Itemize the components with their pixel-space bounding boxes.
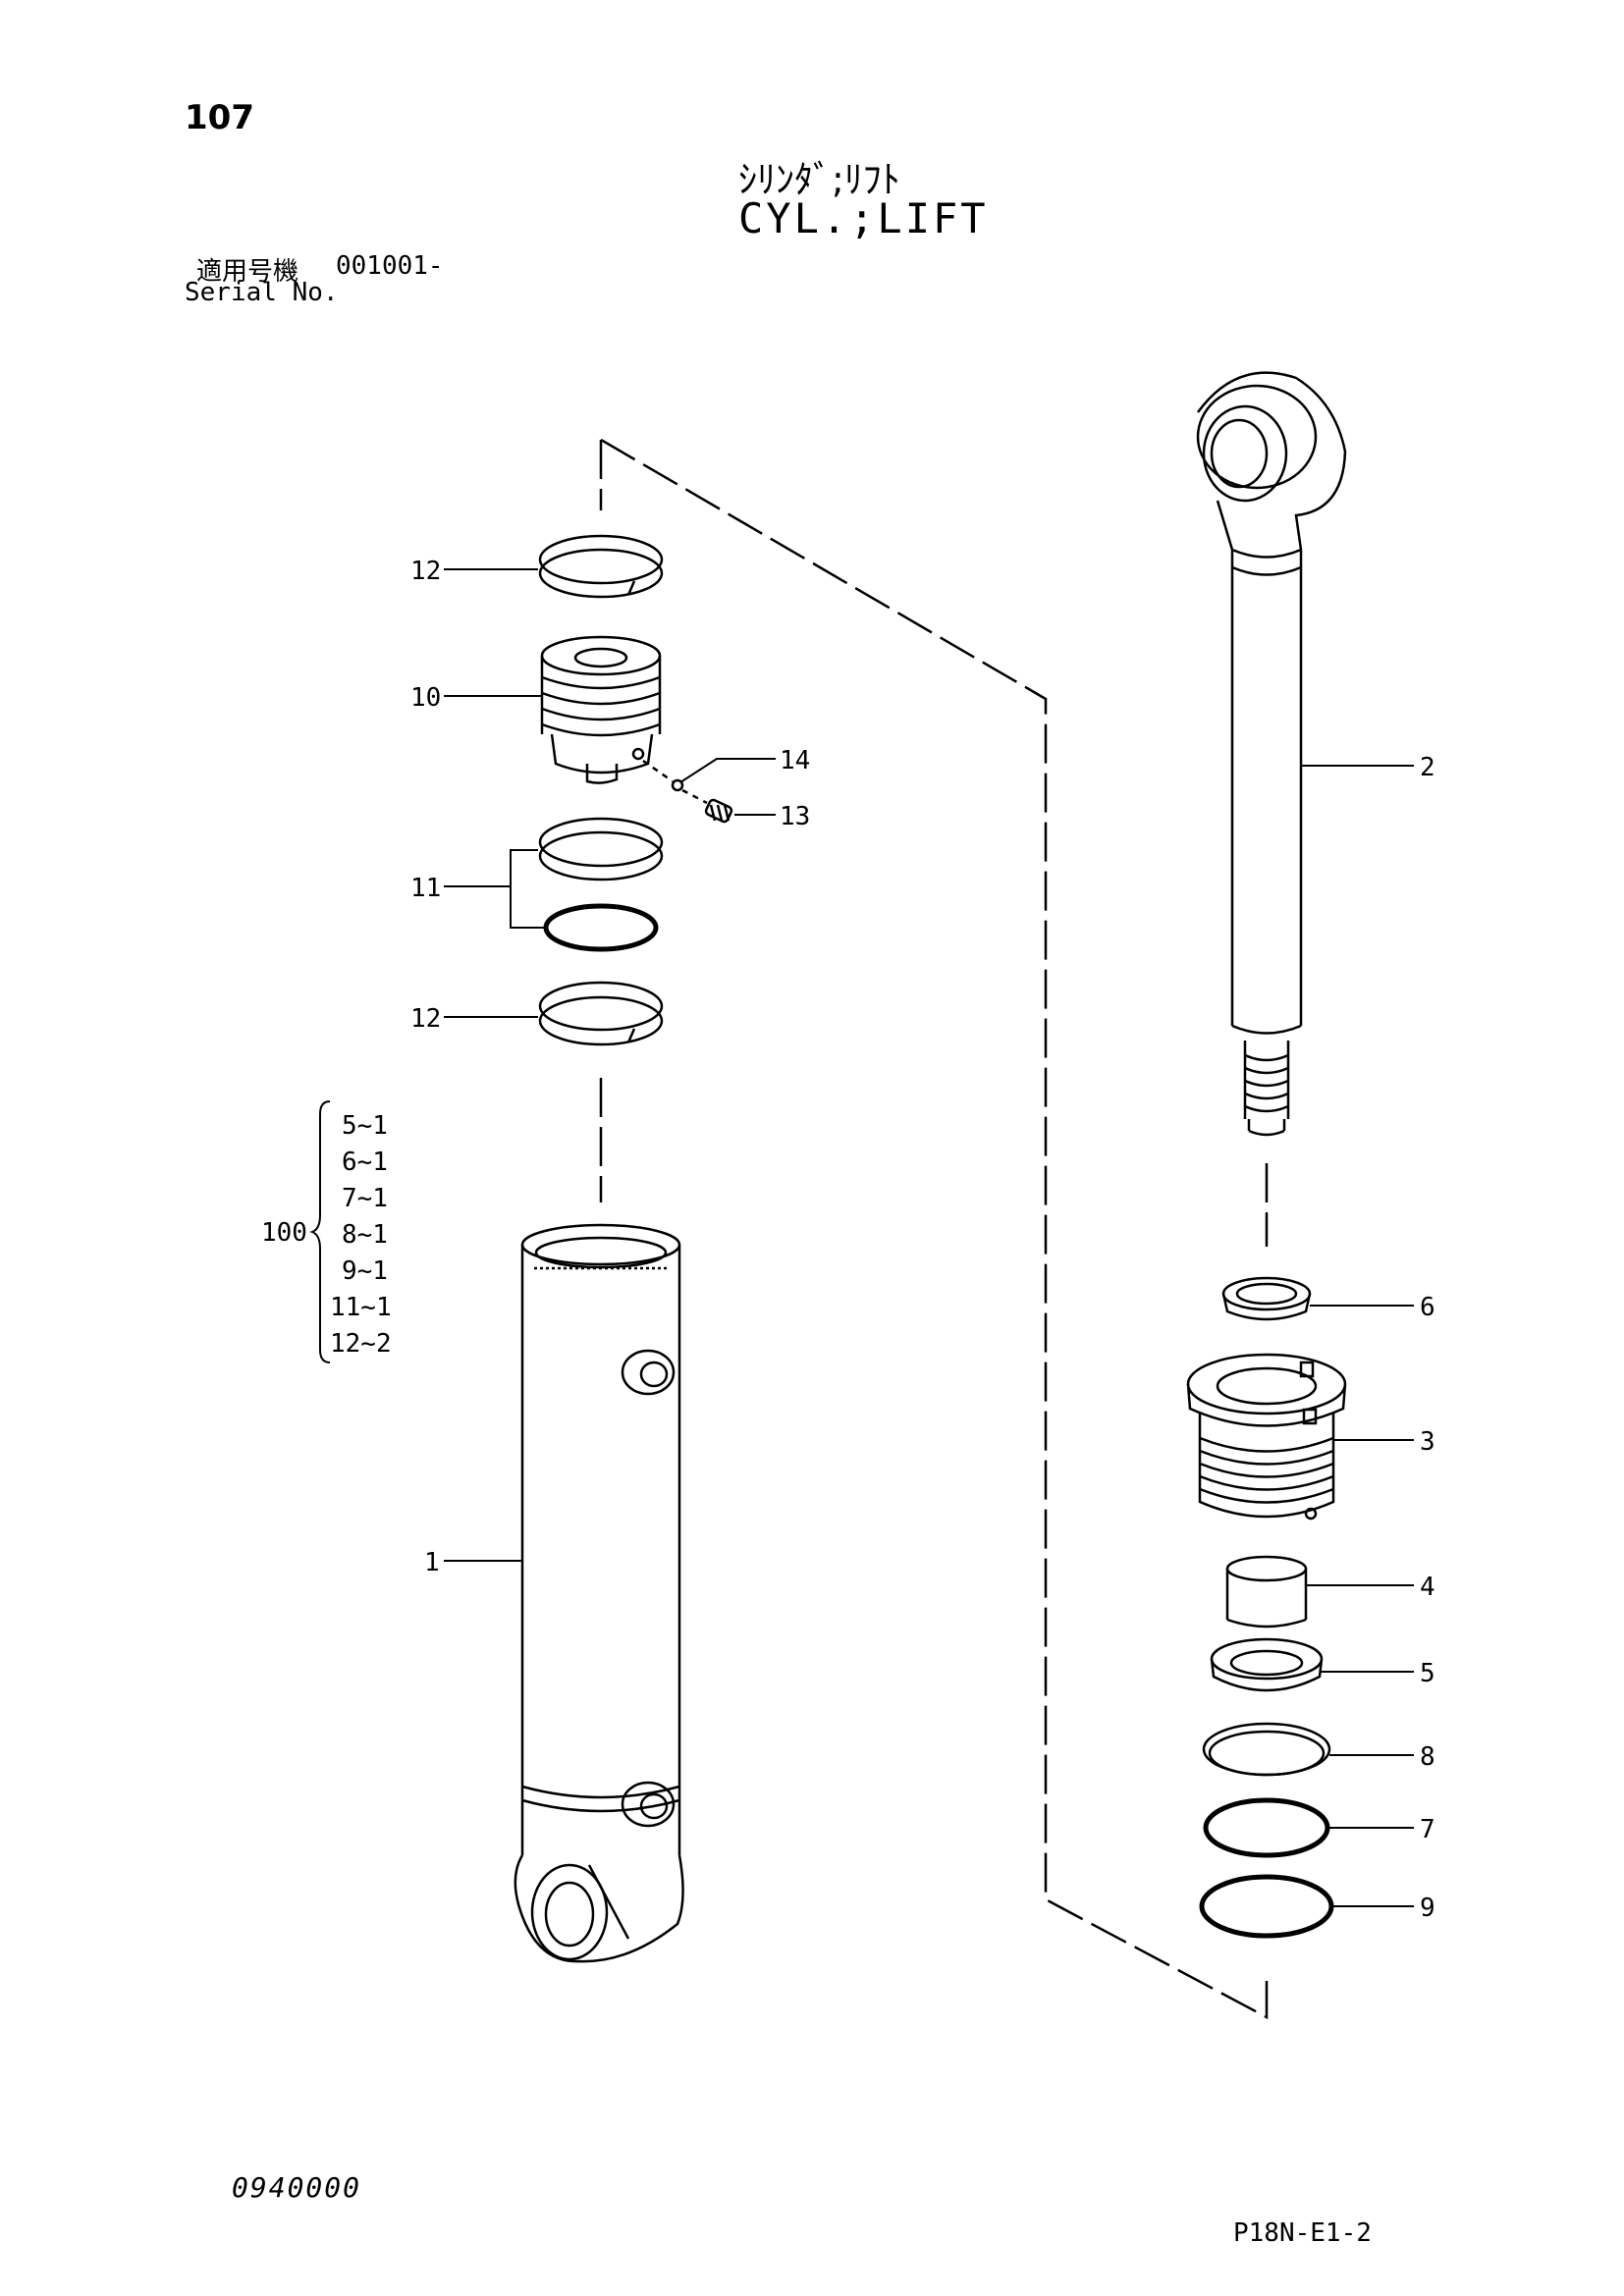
page-number: 107: [185, 98, 254, 137]
kit-item: 8~1: [342, 1220, 388, 1250]
kit-item: 11~1: [330, 1293, 392, 1322]
part-13-set-screw: [681, 788, 733, 824]
part-2-piston-rod: [1196, 371, 1347, 1137]
footer-code: 0940000: [232, 2171, 362, 2204]
title-japanese: ｼﾘﾝﾀﾞ;ﾘﾌﾄ: [738, 158, 900, 201]
kit-label: 100: [261, 1218, 307, 1248]
callout-9: 9: [1420, 1894, 1435, 1923]
callout-3: 3: [1420, 1427, 1435, 1457]
kit-item: 6~1: [342, 1148, 388, 1177]
footer-reference: P18N-E1-2: [1233, 2218, 1372, 2248]
kit-item: 7~1: [342, 1184, 388, 1213]
kit-item: 5~1: [342, 1111, 388, 1141]
part-5-dust-seal: [1210, 1637, 1324, 1692]
kit-list: 100 5~1 6~1 7~1 8~1 9~1 11~1 12~2: [261, 1111, 392, 1359]
kit-item: 9~1: [342, 1256, 388, 1286]
callout-13: 13: [780, 802, 810, 831]
part-7-o-ring: [1203, 1797, 1330, 1858]
callout-1: 1: [424, 1548, 440, 1577]
callout-12-top: 12: [410, 557, 441, 586]
title-english: CYL.;LIFT: [738, 194, 989, 242]
part-8-backup-ring: [1202, 1722, 1331, 1777]
callout-6: 6: [1420, 1293, 1435, 1322]
callout-7: 7: [1420, 1815, 1435, 1844]
serial-number-value: 001001-: [336, 251, 444, 281]
callout-11: 11: [410, 874, 441, 903]
part-4-bushing: [1225, 1555, 1308, 1629]
kit-item: 12~2: [330, 1329, 392, 1359]
callout-4: 4: [1420, 1573, 1435, 1602]
part-6-wiper-ring: [1221, 1276, 1312, 1321]
kit-bracket: [309, 1100, 331, 1363]
callout-5: 5: [1420, 1659, 1435, 1688]
callout-8: 8: [1420, 1742, 1435, 1772]
part-9-o-ring: [1199, 1874, 1334, 1939]
part-11-seal-kit: [510, 817, 664, 952]
callout-10: 10: [410, 683, 441, 713]
callout-labels: 12 10 14 13 11 12 1 2 6 3 4 5 8 7 9: [410, 557, 1435, 1923]
part-12-mid-ring: [538, 981, 664, 1046]
part-12-top-ring: [538, 534, 664, 599]
callout-2: 2: [1420, 753, 1435, 782]
part-14-ball: [642, 759, 684, 792]
part-10-head-cover: [540, 635, 662, 784]
serial-label-japanese: 適用号機: [196, 257, 299, 287]
part-1-cylinder-tube: [514, 1223, 684, 1963]
part-3-rod-cover: [1186, 1353, 1347, 1521]
callout-14: 14: [780, 746, 810, 775]
leader-lines: [444, 568, 1414, 1907]
callout-12-mid: 12: [410, 1004, 441, 1034]
serial-label-english: Serial No.: [185, 278, 339, 307]
explosion-path-line: [599, 438, 1269, 2020]
